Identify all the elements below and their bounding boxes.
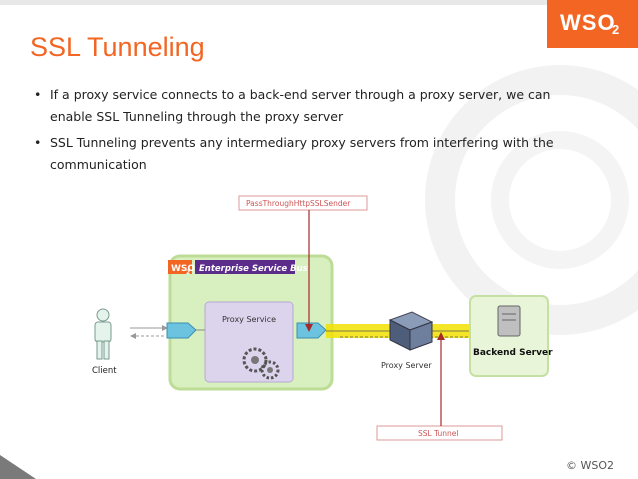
bullet-list: • If a proxy service connects to a back-… — [30, 84, 590, 180]
proxy-service-label: Proxy Service — [222, 315, 276, 324]
gears-icon — [242, 347, 280, 380]
ssl-tunnel-callout-arrowhead — [437, 332, 445, 340]
proxy-service-box — [204, 301, 294, 383]
bullet-item: • SSL Tunneling prevents any intermediar… — [30, 132, 590, 176]
ssl-tunnel-callout-box — [376, 425, 503, 441]
bullet-dot: • — [34, 87, 42, 102]
copyright: © WSO2 — [566, 459, 615, 472]
bullet-text-line: If a proxy service connects to a back-en… — [50, 87, 551, 102]
bullet-text-line: enable SSL Tunneling through the proxy s… — [50, 109, 344, 124]
ssl-tunneling-diagram: WSO 2 Enterprise Service Bus Proxy Servi… — [92, 195, 553, 441]
esb-logo-sub: 2 — [186, 269, 190, 276]
backend-server-label: Backend Server — [473, 348, 553, 358]
ssl-tunnel-callout-label: SSL Tunnel — [418, 429, 459, 438]
response-arrowhead — [130, 333, 136, 339]
request-arrowhead — [162, 325, 168, 331]
esb-title-bar — [195, 260, 295, 274]
bullet-text-line: SSL Tunneling prevents any intermediary … — [50, 135, 554, 150]
proxy-server-label: Proxy Server — [381, 361, 432, 370]
top-strip — [0, 0, 638, 5]
slide-title: SSL Tunneling — [30, 32, 205, 62]
corner-decoration — [0, 455, 36, 479]
wso2-logo: WSO — [560, 10, 616, 35]
sender-callout-label: PassThroughHttpSSLSender — [246, 199, 351, 208]
esb-logo-badge — [168, 260, 192, 274]
sender-callout-box — [238, 195, 368, 211]
wso2-logo-sub: 2 — [612, 22, 620, 37]
esb-title: Enterprise Service Bus — [199, 264, 308, 274]
server-icon — [497, 305, 521, 337]
client-label: Client — [92, 366, 117, 376]
outbound-connector — [296, 322, 327, 339]
inbound-connector — [166, 322, 197, 339]
proxy-server-icon — [388, 311, 434, 351]
esb-logo: WSO — [171, 264, 195, 274]
person-icon — [94, 308, 112, 360]
wso2-logo-box — [547, 0, 638, 48]
bullet-text-line: communication — [50, 157, 147, 172]
bullet-item: • If a proxy service connects to a back-… — [30, 84, 590, 128]
bullet-dot: • — [34, 135, 42, 150]
sender-callout-arrowhead — [305, 324, 313, 332]
